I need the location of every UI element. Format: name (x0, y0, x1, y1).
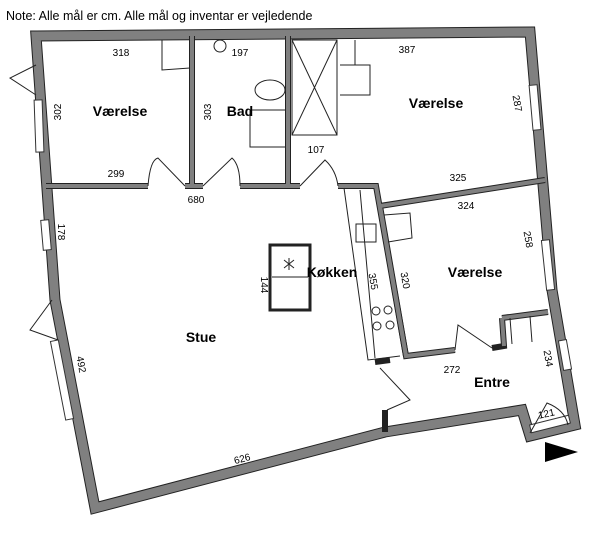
dim-626: 626 (233, 452, 252, 467)
dim-178: 178 (55, 224, 66, 241)
fixtures (161, 39, 533, 361)
dim-303: 303 (203, 103, 214, 120)
dim-234: 234 (541, 349, 555, 368)
room-label-vaerelse-1: Værelse (93, 103, 148, 119)
room-label-vaerelse-3: Værelse (448, 264, 503, 280)
dim-272: 272 (444, 365, 461, 376)
room-label-kokken: Køkken (307, 264, 358, 280)
room-labels: Værelse Bad Værelse Køkken Stue Værelse … (93, 95, 510, 390)
doors (8, 64, 569, 434)
dim-299: 299 (108, 169, 125, 180)
dim-258: 258 (521, 230, 535, 249)
dim-320: 320 (398, 271, 412, 290)
north-arrow-icon (545, 442, 578, 462)
room-label-bad: Bad (227, 103, 253, 119)
dim-324: 324 (458, 201, 475, 212)
dim-492: 492 (74, 355, 88, 374)
plan-note: Note: Alle mål er cm. Alle mål og invent… (6, 9, 313, 23)
dimension-labels: 318 197 387 302 303 287 299 680 107 325 … (53, 45, 556, 467)
walls (30, 26, 582, 515)
dim-197: 197 (232, 48, 249, 59)
room-label-stue: Stue (186, 329, 217, 345)
dim-680: 680 (188, 195, 205, 206)
dim-144: 144 (258, 277, 269, 294)
room-label-vaerelse-2: Værelse (409, 95, 464, 111)
dim-355: 355 (366, 272, 380, 291)
dim-325: 325 (450, 173, 467, 184)
dim-107: 107 (308, 145, 325, 156)
room-label-entre: Entre (474, 374, 510, 390)
windows (33, 84, 573, 434)
dim-387: 387 (399, 45, 416, 56)
dim-302: 302 (53, 103, 64, 120)
dim-318: 318 (113, 48, 130, 59)
dim-121: 121 (537, 407, 556, 421)
dim-287: 287 (510, 94, 524, 113)
